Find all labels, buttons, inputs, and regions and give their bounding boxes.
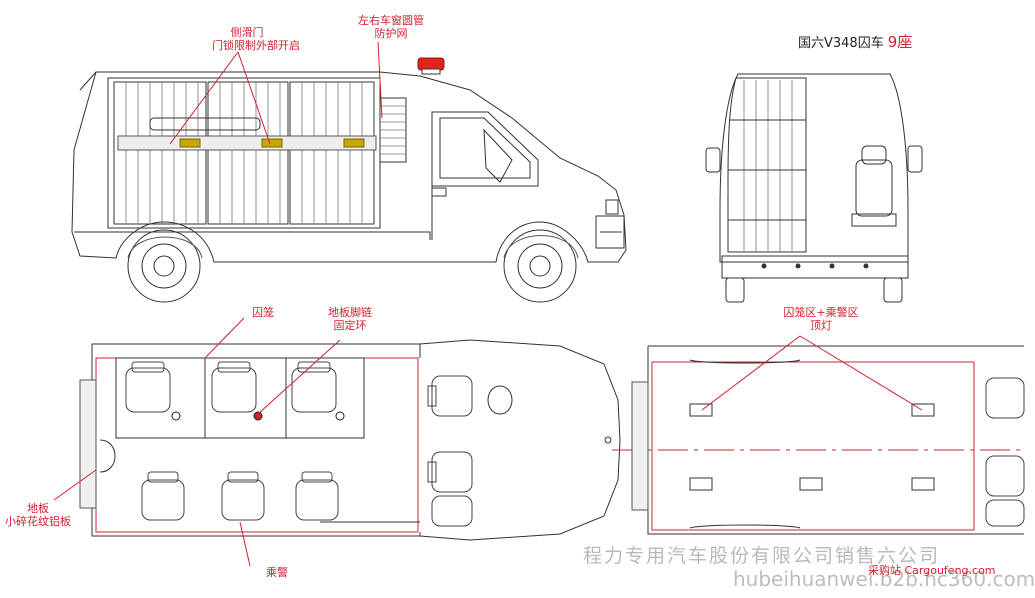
- sliding-door-label: 侧滑门 门锁限制外部开启: [212, 26, 300, 52]
- floor-chain-label-line1: 地板脚链: [328, 306, 372, 319]
- floor-label-line2: 小碎花纹铝板: [5, 515, 71, 528]
- company-watermark: 程力专用汽车股份有限公司销售六公司: [583, 545, 941, 567]
- side-view: [72, 58, 626, 302]
- ceiling-light-label: 囚笼区+乘警区 顶灯: [776, 306, 866, 332]
- warning-beacon-icon: [418, 58, 444, 70]
- seat-count: 9座: [887, 33, 913, 51]
- window-guard-label-line1: 左右车窗圆管: [358, 14, 424, 27]
- site-watermark: hubeihuanwei.b2b.hc360.com: [733, 567, 1035, 591]
- cage-label: 囚笼: [252, 306, 274, 319]
- ceiling-light-label-line1: 囚笼区+乘警区: [783, 306, 859, 319]
- police-seat-label: 乘警: [266, 566, 288, 579]
- floor-chain-label-line2: 固定环: [333, 319, 367, 332]
- leader-lines: [54, 42, 922, 566]
- rear-view: [706, 74, 922, 302]
- cargo-watermark: 采购站 Cargoufeng.com: [868, 564, 996, 577]
- floor-label: 地板 小碎花纹铝板: [2, 502, 74, 528]
- ceiling-light-label-line2: 顶灯: [810, 319, 832, 332]
- window-guard-label: 左右车窗圆管 防护网: [356, 14, 426, 40]
- floor-plan: [80, 340, 1024, 540]
- floor-label-line1: 地板: [27, 502, 49, 515]
- sliding-door-label-line2: 门锁限制外部开启: [212, 39, 300, 52]
- title-text: 国六V348囚车: [798, 36, 884, 51]
- sliding-door-label-line1: 侧滑门: [230, 26, 264, 39]
- window-guard-label-line2: 防护网: [374, 27, 408, 40]
- floor-chain-ring-label: 地板脚链 固定环: [320, 306, 380, 332]
- ceiling-plan: [632, 346, 1024, 534]
